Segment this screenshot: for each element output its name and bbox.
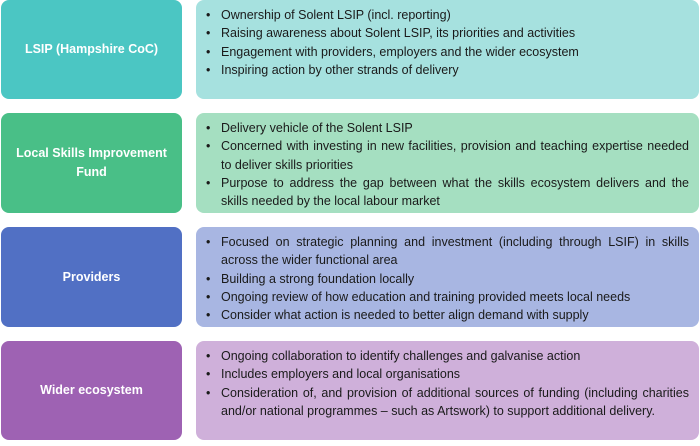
bullet-icon: •	[206, 271, 211, 286]
bullet-list: •Ownership of Solent LSIP (incl. reporti…	[204, 6, 689, 79]
list-item: •Ongoing collaboration to identify chall…	[204, 347, 689, 365]
row-label-box: LSIP (Hampshire CoC)	[1, 0, 182, 99]
row-content-box: •Focused on strategic planning and inves…	[196, 227, 699, 327]
bullet-icon: •	[206, 139, 211, 154]
bullet-list: •Ongoing collaboration to identify chall…	[204, 347, 689, 420]
list-item: •Ongoing review of how education and tra…	[204, 288, 689, 306]
list-item: •Engagement with providers, employers an…	[204, 43, 689, 61]
bullet-icon: •	[206, 175, 211, 190]
bullet-list: •Delivery vehicle of the Solent LSIP •Co…	[204, 119, 689, 210]
bullet-icon: •	[206, 44, 211, 59]
row-label: Local Skills Improvement Fund	[16, 146, 167, 179]
row-content-box: •Ongoing collaboration to identify chall…	[196, 341, 699, 440]
row-label: Providers	[62, 269, 121, 284]
bullet-icon: •	[206, 308, 211, 323]
row-content-box: •Ownership of Solent LSIP (incl. reporti…	[196, 0, 699, 99]
row-lsip-hampshire-coc: LSIP (Hampshire CoC) •Ownership of Solen…	[0, 0, 700, 99]
bullet-list: •Focused on strategic planning and inves…	[204, 233, 689, 324]
row-label-box: Wider ecosystem	[1, 341, 182, 440]
list-item: •Consider what action is needed to bette…	[204, 306, 689, 324]
list-item: •Focused on strategic planning and inves…	[206, 235, 689, 268]
row-content-box: •Delivery vehicle of the Solent LSIP •Co…	[196, 113, 699, 213]
list-item: •Consideration of, and provision of addi…	[206, 385, 689, 418]
bullet-icon: •	[206, 235, 211, 249]
bullet-icon: •	[206, 385, 211, 400]
list-item: •Inspiring action by other strands of de…	[204, 61, 689, 79]
bullet-icon: •	[206, 367, 211, 382]
bullet-icon: •	[206, 289, 211, 304]
list-item: •Delivery vehicle of the Solent LSIP	[204, 119, 689, 137]
row-label: LSIP (Hampshire CoC)	[24, 42, 159, 56]
bullet-icon: •	[206, 26, 211, 41]
row-label: Wider ecosystem	[40, 383, 143, 397]
row-label-box: Providers	[1, 227, 182, 327]
list-item: •Raising awareness about Solent LSIP, it…	[204, 24, 689, 42]
row-wider-ecosystem: Wider ecosystem •Ongoing collaboration t…	[0, 341, 700, 440]
row-providers: Providers •Focused on strategic planning…	[0, 227, 700, 327]
row-local-skills-improvement-fund: Local Skills Improvement Fund •Delivery …	[0, 113, 700, 213]
list-item: •Ownership of Solent LSIP (incl. reporti…	[204, 6, 689, 24]
bullet-icon: •	[206, 349, 211, 363]
bullet-icon: •	[206, 8, 211, 22]
list-item: •Building a strong foundation locally	[204, 270, 689, 288]
list-item: •Includes employers and local organisati…	[204, 365, 689, 383]
list-item: •Concerned with investing in new facilit…	[206, 139, 689, 172]
bullet-icon: •	[206, 62, 211, 77]
bullet-icon: •	[206, 121, 211, 135]
list-item: •Purpose to address the gap between what…	[206, 175, 689, 209]
row-label-box: Local Skills Improvement Fund	[1, 113, 182, 213]
